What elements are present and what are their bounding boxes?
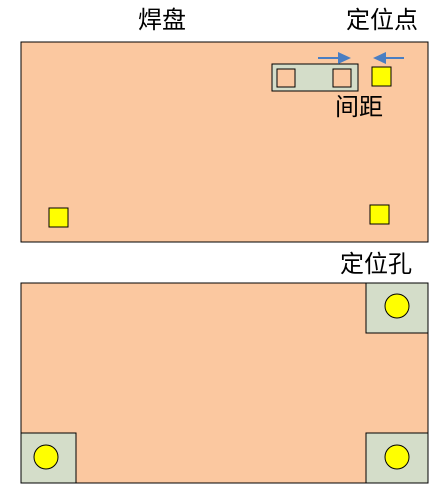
locating-hole-top-right bbox=[365, 282, 429, 334]
locating-hole-bottom-left bbox=[20, 432, 77, 484]
spacing-arrow-right bbox=[318, 52, 351, 64]
pad-left bbox=[276, 68, 296, 88]
spacing-label: 间距 bbox=[335, 93, 383, 121]
bottom-board bbox=[20, 282, 429, 484]
top-board bbox=[20, 41, 429, 243]
pad-right bbox=[332, 68, 352, 88]
locating-hole-bottom-right bbox=[365, 432, 429, 484]
locating-hole-label: 定位孔 bbox=[340, 250, 412, 278]
fiducial-label: 定位点 bbox=[346, 6, 418, 34]
fiducial-top-right bbox=[371, 66, 392, 87]
fiducial-bottom-right bbox=[369, 204, 390, 225]
pad-label: 焊盘 bbox=[138, 6, 186, 34]
spacing-arrow-left bbox=[373, 52, 404, 64]
fiducial-bottom-left bbox=[48, 207, 69, 228]
